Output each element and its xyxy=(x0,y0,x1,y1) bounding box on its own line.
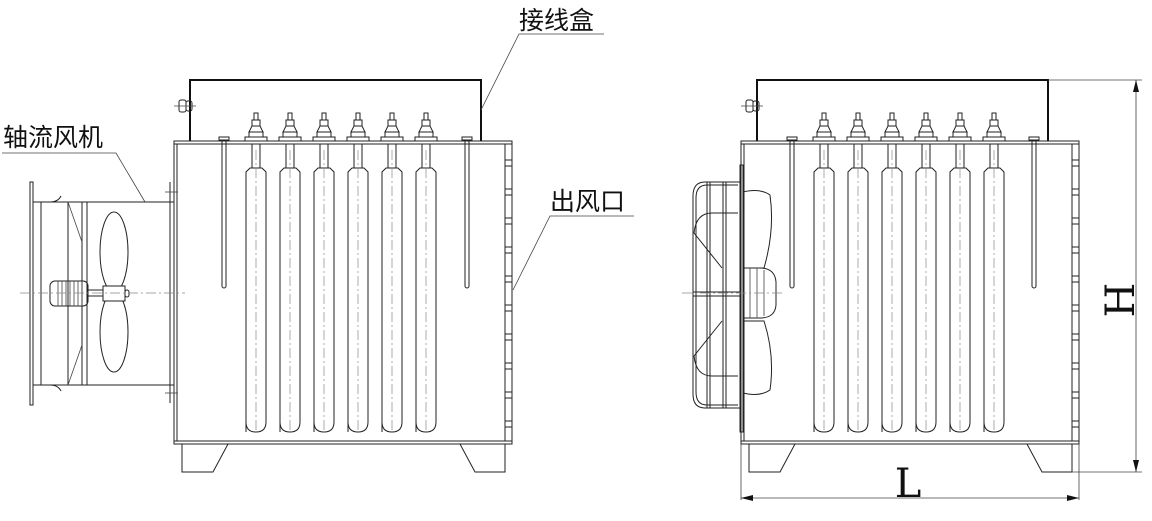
outlet-slot xyxy=(1071,246,1080,254)
outlet-slot xyxy=(1071,275,1080,283)
heating-element xyxy=(244,112,268,433)
svg-text:出风口: 出风口 xyxy=(550,187,625,216)
right-junction-box xyxy=(741,79,1049,141)
left-foot-front xyxy=(181,443,229,473)
heating-element xyxy=(982,112,1006,433)
heating-element xyxy=(914,112,938,433)
right-foot-front xyxy=(748,443,796,473)
heating-element xyxy=(380,112,404,433)
dimension-h: H xyxy=(1048,79,1144,473)
label-air-outlet: 出风口 xyxy=(512,187,634,291)
outlet-slot xyxy=(1071,217,1080,225)
outlet-slot xyxy=(504,217,513,225)
right-heating-elements xyxy=(812,112,1006,433)
right-sensor-rod-1 xyxy=(786,136,798,289)
dimension-l: L xyxy=(740,444,1080,507)
svg-text:接线盒: 接线盒 xyxy=(519,6,594,35)
right-sensor-rod-2 xyxy=(1028,136,1040,289)
label-junction-box: 接线盒 xyxy=(480,6,604,111)
heating-element xyxy=(346,112,370,433)
outlet-slot xyxy=(1071,333,1080,341)
svg-text:L: L xyxy=(895,461,922,507)
left-sensor-rod-2 xyxy=(461,136,473,289)
right-view: H L xyxy=(682,79,1144,507)
outlet-slot xyxy=(1071,159,1080,167)
left-view: 接线盒 轴流风机 出风口 xyxy=(2,6,634,473)
heating-element xyxy=(880,112,904,433)
outlet-slot xyxy=(1071,391,1080,399)
outlet-slot xyxy=(504,362,513,370)
fan-blade-icon xyxy=(99,211,130,373)
heating-element xyxy=(846,112,870,433)
external-fan xyxy=(682,164,785,433)
right-heater-body xyxy=(740,140,1080,473)
outlet-slot xyxy=(504,246,513,254)
fan-motor-icon xyxy=(49,280,104,307)
outlet-slot xyxy=(504,275,513,283)
fan-blade-icon xyxy=(742,190,777,395)
outlet-slot xyxy=(504,188,513,196)
outlet-slot xyxy=(504,159,513,167)
axial-fan xyxy=(20,181,185,406)
svg-text:轴流风机: 轴流风机 xyxy=(3,123,103,152)
outlet-slot xyxy=(504,420,513,428)
outlet-slot xyxy=(1071,420,1080,428)
outlet-slot xyxy=(504,304,513,312)
right-outlet-grille xyxy=(1071,159,1080,428)
outlet-slot xyxy=(1071,304,1080,312)
heating-element xyxy=(414,112,438,433)
outlet-slot xyxy=(504,333,513,341)
left-outlet-grille xyxy=(504,159,513,428)
outlet-slot xyxy=(1071,188,1080,196)
heating-element xyxy=(812,112,836,433)
heating-element xyxy=(948,112,972,433)
left-sensor-rod-1 xyxy=(218,136,230,289)
right-foot-rear xyxy=(1026,443,1073,473)
outlet-slot xyxy=(1071,362,1080,370)
left-heating-elements xyxy=(244,112,438,433)
left-heater-body xyxy=(165,140,513,473)
left-foot-rear xyxy=(459,443,506,473)
svg-text:H: H xyxy=(1098,283,1144,318)
fan-guard-icon xyxy=(692,181,740,409)
heating-element xyxy=(278,112,302,433)
left-junction-box xyxy=(174,79,482,141)
left-gland-icon xyxy=(174,99,196,113)
outlet-slot xyxy=(504,391,513,399)
heating-element xyxy=(312,112,336,433)
right-gland-icon xyxy=(741,99,763,113)
label-axial-fan: 轴流风机 xyxy=(2,123,146,203)
